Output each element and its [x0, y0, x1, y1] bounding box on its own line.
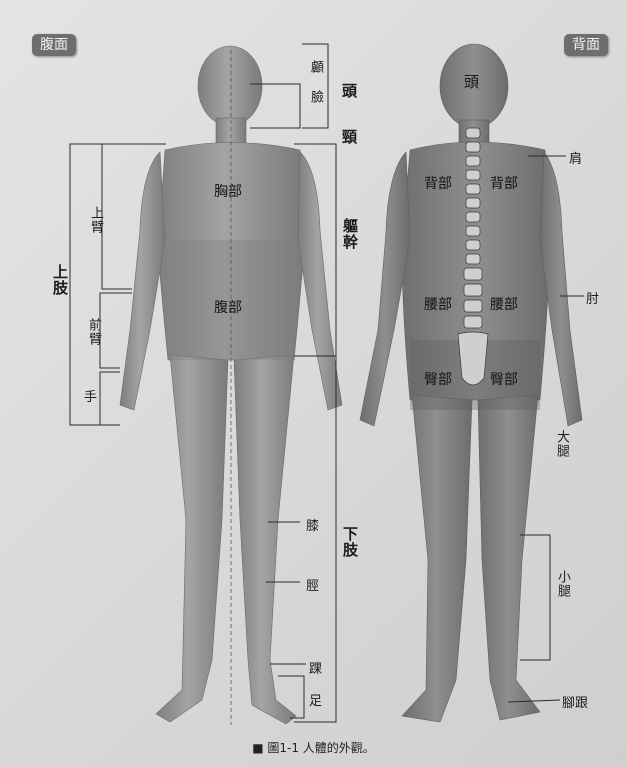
back-left-leg — [402, 395, 472, 722]
label-cranium: 顱 — [306, 60, 325, 74]
front-left-leg — [156, 355, 228, 722]
hand-bracket — [100, 372, 120, 425]
label-thigh: 大腿 — [552, 430, 571, 458]
label-upper-limb: 上肢 — [50, 264, 71, 296]
label-foot: 足 — [309, 690, 322, 709]
front-right-arm — [298, 152, 342, 410]
label-lower-limb: 下肢 — [340, 526, 361, 558]
label-chest: 胸部 — [214, 181, 242, 201]
label-face: 臉 — [306, 90, 325, 104]
label-upper-arm: 上臂 — [86, 206, 105, 234]
label-calf: 小腿 — [553, 570, 572, 598]
label-ankle: 踝 — [309, 658, 322, 677]
label-shoulder: 肩 — [569, 148, 582, 167]
front-head — [198, 46, 262, 126]
head-bracket — [302, 44, 328, 128]
label-hip-right: 臀部 — [490, 369, 518, 389]
label-head-front: 頭 — [342, 80, 357, 101]
back-right-leg — [478, 395, 540, 720]
label-waist-left: 腰部 — [424, 294, 452, 314]
figure-caption: ■ 圖1-1 人體的外觀。 — [0, 739, 627, 756]
front-right-leg — [234, 355, 296, 724]
label-abdomen: 腹部 — [214, 297, 242, 317]
label-shin: 脛 — [306, 575, 319, 594]
label-hip-left: 臀部 — [424, 369, 452, 389]
label-head-back: 頭 — [464, 71, 479, 92]
back-right-arm — [540, 152, 582, 426]
front-figure — [120, 46, 342, 724]
label-back-left: 背部 — [424, 173, 452, 193]
label-heel: 腳跟 — [562, 692, 588, 711]
label-knee: 膝 — [306, 515, 319, 534]
label-waist-right: 腰部 — [490, 294, 518, 314]
label-trunk: 軀幹 — [340, 218, 361, 250]
label-back-right: 背部 — [490, 173, 518, 193]
front-left-arm — [120, 152, 165, 410]
label-neck: 頸 — [342, 126, 357, 147]
calf-bracket — [520, 535, 550, 660]
label-hand: 手 — [84, 386, 97, 405]
label-elbow: 肘 — [586, 288, 599, 307]
label-forearm: 前臂 — [84, 318, 103, 346]
